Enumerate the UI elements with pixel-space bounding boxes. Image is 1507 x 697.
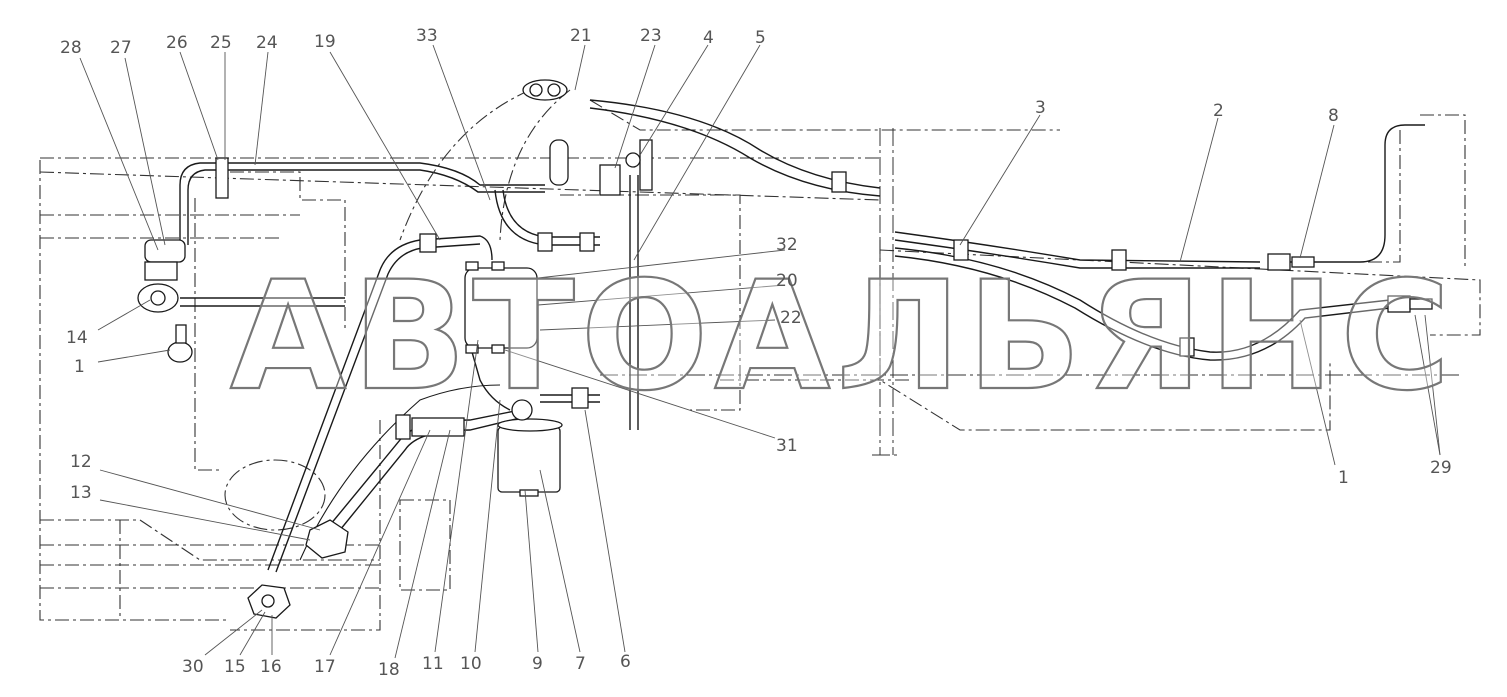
components (137, 79, 1433, 619)
callout-22: 22 (780, 308, 802, 328)
callout-15: 15 (224, 657, 246, 677)
callout-2: 2 (1213, 101, 1224, 121)
callout-17: 17 (314, 657, 336, 677)
callout-4: 4 (703, 28, 714, 48)
callout-11: 11 (422, 654, 444, 674)
callout-29: 29 (1430, 458, 1452, 478)
callout-30: 30 (182, 657, 204, 677)
callout-23: 23 (640, 26, 662, 46)
watermark-text: АВТОАЛЬЯНС (230, 250, 1456, 424)
callout-1-left: 1 (74, 357, 85, 377)
callout-32: 32 (776, 235, 798, 255)
callout-16: 16 (260, 657, 282, 677)
callout-20: 20 (776, 271, 798, 291)
callout-10: 10 (460, 654, 482, 674)
callout-27: 27 (110, 38, 132, 58)
callout-5: 5 (755, 28, 766, 48)
callout-labels: 28 27 26 25 24 19 33 21 23 4 5 3 2 8 32 … (60, 26, 1452, 680)
callout-6: 6 (620, 652, 631, 672)
callout-7: 7 (575, 654, 586, 674)
callout-33: 33 (416, 26, 438, 46)
callout-25: 25 (210, 33, 232, 53)
callout-1-right: 1 (1338, 468, 1349, 488)
leader-lines (79, 44, 1441, 659)
centre-axes (600, 128, 1460, 456)
callout-21: 21 (570, 26, 592, 46)
callout-9: 9 (532, 654, 543, 674)
callout-28: 28 (60, 38, 82, 58)
callout-24: 24 (256, 33, 278, 53)
callout-8: 8 (1328, 106, 1339, 126)
callout-3: 3 (1035, 98, 1046, 118)
callout-31: 31 (776, 436, 798, 456)
callout-13: 13 (70, 483, 92, 503)
callout-18: 18 (378, 660, 400, 680)
callout-19: 19 (314, 32, 336, 52)
callout-26: 26 (166, 33, 188, 53)
callout-14: 14 (66, 328, 88, 348)
callout-12: 12 (70, 452, 92, 472)
